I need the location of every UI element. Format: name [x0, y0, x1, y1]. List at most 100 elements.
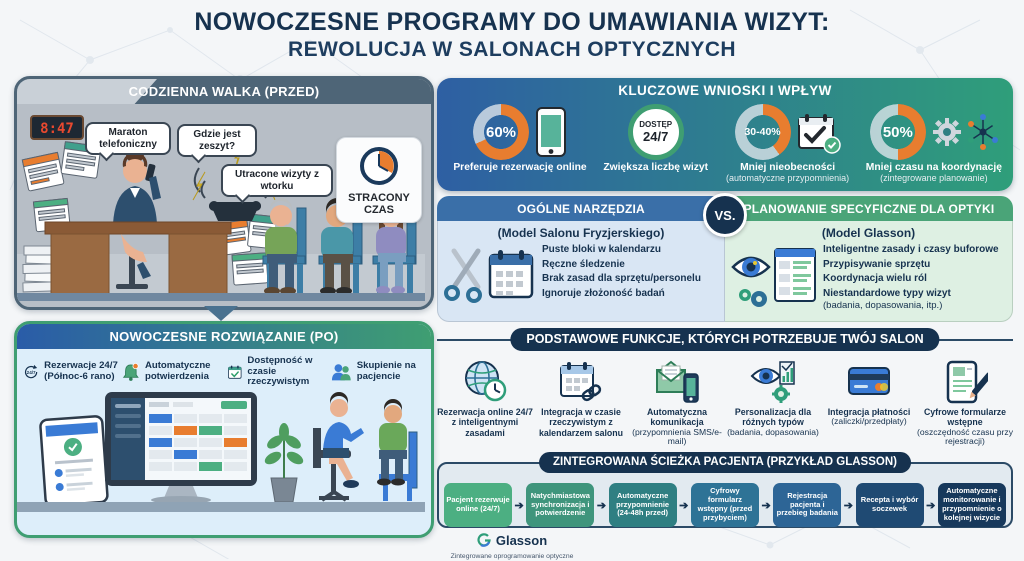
- benefit-label: Rezerwacje 24/7 (Północ-6 rano): [44, 360, 118, 383]
- journey-step-7: Automatyczne monitorowanie i przypomnien…: [937, 483, 1006, 527]
- feature-digital-forms: Cyfrowe formularze wstępne (oszczędność …: [917, 358, 1013, 447]
- stat-value: 50%: [882, 123, 913, 141]
- tablet-confirmation: [39, 415, 109, 507]
- tablet-pen-icon: [946, 360, 988, 404]
- stat-value-bottom: 24/7: [643, 129, 669, 144]
- patient-elderly-man: [262, 198, 307, 295]
- feature-sub: (przypomnienia SMS/e-mail): [632, 426, 722, 447]
- list-item: Puste bloki w kalendarzu: [542, 244, 661, 255]
- journey-container: Pacjent rezerwuje online (24/7) ➔ Natych…: [437, 462, 1013, 528]
- list-item: Niestandardowe typy wizyt: [823, 287, 951, 299]
- generic-tools-header: OGÓLNE NARZĘDZIA: [437, 196, 725, 221]
- benefit-label: Dostępność w czasie rzeczywistym: [247, 355, 313, 388]
- gear-icon: [932, 118, 961, 146]
- generic-tools-body: (Model Salonu Fryzjerskiego): [437, 221, 725, 322]
- feature-title: Personalizacja dla różnych typów: [734, 407, 812, 428]
- stat-fewer-no-shows: 30-40% Mniej nieobecności (automatyczne …: [714, 102, 860, 184]
- after-panel-title: NOWOCZESNE ROZWIĄZANIE (PO): [109, 329, 339, 344]
- list-item: Ignoruje złożoność badań: [542, 287, 665, 299]
- stat-online-booking: 60% Preferuje rezerwację online: [443, 102, 597, 184]
- benefit-auto-confirmations: Automatyczne potwierdzenia: [122, 356, 223, 388]
- speech-bubble-lost-visits: Utracone wizyty z wtorku: [221, 164, 333, 197]
- stat-label: Preferuje rezerwację online: [453, 162, 587, 173]
- insights-stats-row: 60% Preferuje rezerwację online DOSTĘP 2…: [437, 98, 1013, 184]
- patient-consult: [377, 399, 418, 502]
- speech-bubble-phone-marathon: Maraton telefoniczny: [85, 122, 171, 155]
- donut-60: 60%: [473, 104, 529, 160]
- vs-badge: VS.: [703, 193, 747, 237]
- features-row: Rezerwacja online 24/7 z inteligentnymi …: [437, 358, 1013, 447]
- benefit-realtime-availability: Dostępność w czasie rzeczywistym: [227, 355, 326, 388]
- arrow-right-icon: ➔: [679, 499, 689, 512]
- scissors-calendar-icon: [444, 248, 534, 303]
- feature-sub: (oszczędność czasu przy rejestracji): [917, 426, 1013, 447]
- optics-scheduling-title: PLANOWANIE SPECYFICZNE DLA OPTYKI: [743, 201, 995, 216]
- list-item: Przypisywanie sprzętu: [823, 258, 931, 270]
- feature-sub: (zaliczki/przedpłaty): [831, 416, 907, 427]
- gears-icon: [739, 289, 767, 307]
- optics-scheduling-body: (Model Glasson): [725, 221, 1013, 322]
- feature-title: Integracja w czasie rzeczywistym z kalen…: [538, 407, 624, 438]
- brand-name: Glasson: [495, 533, 548, 548]
- smartphone-icon: [536, 107, 566, 157]
- 24-7-text: 24/7: [27, 370, 36, 375]
- generic-tools-subtitle: (Model Salonu Fryzjerskiego): [497, 226, 665, 240]
- feature-personalization: Personalizacja dla różnych typów (badani…: [725, 358, 821, 447]
- calendar-check-icon: [227, 365, 242, 379]
- optics-scheduling-column: PLANOWANIE SPECYFICZNE DLA OPTYKI (Model…: [725, 196, 1013, 322]
- monitor-calendar: [105, 392, 257, 505]
- stat-access-24-7: DOSTĘP 24/7 Zwiększa liczbę wizyt: [597, 102, 714, 184]
- glasson-logo-icon: [477, 533, 491, 547]
- eye-schedule-gears-icon: [731, 248, 816, 307]
- credit-card-icon: [848, 367, 890, 395]
- stat-label: Zwiększa liczbę wizyt: [603, 162, 709, 173]
- lost-time-badge: STRACONY CZAS: [336, 137, 422, 224]
- stat-value-top: DOSTĘP: [639, 120, 673, 129]
- calendar-link-icon: [560, 362, 602, 402]
- journey-step-4: Cyfrowy formularz wstępny (przed przybyc…: [690, 483, 759, 527]
- arrow-right-icon: ➔: [514, 499, 524, 512]
- page-title: NOWOCZESNE PROGRAMY DO UMAWIANIA WIZYT: …: [0, 8, 1024, 62]
- before-illustration: 8:47: [17, 104, 431, 301]
- eye-icon: [731, 256, 771, 278]
- journey-step-3: Automatyczne przypomnienie (24-48h przed…: [608, 483, 677, 527]
- journey-steps: Pacjent rezerwuje online (24/7) ➔ Natych…: [444, 483, 1006, 527]
- features-header: PODSTAWOWE FUNKCJE, KTÓRYCH POTRZEBUJE T…: [510, 328, 940, 351]
- list-item: Koordynacja wielu ról: [823, 273, 927, 284]
- benefit-bookings-24-7: 24/7 Rezerwacje 24/7 (Północ-6 rano): [23, 356, 118, 388]
- calendar-icon: [488, 250, 534, 299]
- generic-tools-list: Puste bloki w kalendarzu Ręczne śledzeni…: [542, 243, 701, 301]
- title-line-1: NOWOCZESNE PROGRAMY DO UMAWIANIA WIZYT:: [194, 8, 830, 36]
- optics-scheduling-subtitle: (Model Glasson): [821, 226, 916, 240]
- clock-time: 8:47: [40, 121, 74, 137]
- feature-title: Rezerwacja online 24/7 z inteligentnymi …: [437, 407, 533, 438]
- optics-scheduling-header: PLANOWANIE SPECYFICZNE DLA OPTYKI: [725, 196, 1013, 221]
- schedule-grid-icon: [774, 248, 816, 302]
- brand-tagline: Zintegrowane oprogramowanie optyczne: [450, 553, 574, 560]
- feature-title: Automatyczna komunikacja: [646, 407, 708, 428]
- footer-brand: Glasson Zintegrowane oprogramowanie opty…: [0, 533, 1024, 561]
- arrow-right-icon: ➔: [596, 499, 607, 512]
- benefit-label: Skupienie na pacjencie: [356, 360, 416, 383]
- stressed-receptionist: [113, 145, 161, 224]
- before-panel-title: CODZIENNA WALKA (PRZED): [128, 84, 320, 99]
- list-item: Inteligentne zasady i czasy buforowe: [823, 244, 999, 255]
- stat-sublabel: (zintegrowane planowanie): [880, 172, 988, 183]
- access-24-7-clock-icon: DOSTĘP 24/7: [627, 104, 684, 160]
- scissors-icon: [444, 248, 482, 303]
- stat-value: 30-40%: [744, 126, 781, 138]
- plant: [264, 423, 304, 503]
- comparison-panel: OGÓLNE NARZĘDZIA (Model Salonu Fryzjersk…: [437, 193, 1013, 322]
- key-insights-panel: KLUCZOWE WNIOSKI I WPŁYW 60% Preferuje r…: [437, 78, 1013, 191]
- panel-daily-struggle-before: CODZIENNA WALKA (PRZED) 8:47: [14, 76, 434, 310]
- journey-step-1: Pacjent rezerwuje online (24/7): [444, 483, 512, 527]
- stat-label: Mniej nieobecności: [740, 162, 836, 173]
- after-scene: [17, 392, 425, 513]
- panel-modern-solution-after: NOWOCZESNE ROZWIĄZANIE (PO) 24/7 Rezerwa…: [14, 321, 434, 538]
- list-item: Brak zasad dla sprzętu/personelu: [542, 273, 701, 284]
- speech-bubble-where-notebook: Gdzie jest zeszyt?: [177, 124, 257, 157]
- journey-header: ZINTEGROWANA ŚCIEŻKA PACJENTA (PRZYKŁAD …: [539, 452, 911, 473]
- stat-value: 60%: [485, 123, 517, 141]
- feature-sub: (badania, dopasowania): [727, 426, 819, 437]
- stat-less-coordination: 50%: [861, 102, 1007, 184]
